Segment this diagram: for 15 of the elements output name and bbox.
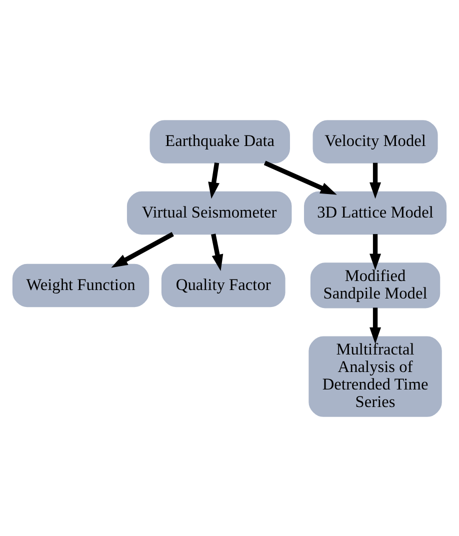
arrow [370, 307, 382, 344]
node-box: Multifractal Analysis of Detrended Time Series [308, 336, 442, 416]
arrow [211, 233, 224, 271]
arrow [264, 160, 337, 194]
node-box: Virtual Seismometer [126, 190, 292, 234]
node-box: Modified Sandpile Model [310, 262, 440, 308]
arrow [111, 232, 174, 268]
node-box: Quality Factor [161, 263, 286, 307]
arrow [370, 234, 382, 270]
node-box: Weight Function [12, 263, 150, 307]
node-box: Earthquake Data [150, 120, 290, 163]
node-box: 3D Lattice Model [304, 190, 447, 234]
arrow [208, 162, 220, 198]
node-box: Velocity Model [312, 120, 438, 163]
arrow [370, 162, 382, 198]
